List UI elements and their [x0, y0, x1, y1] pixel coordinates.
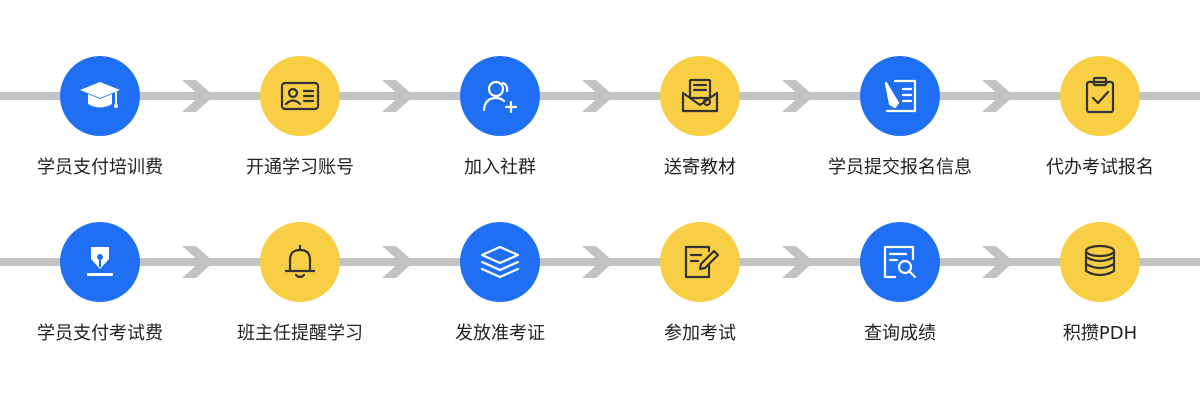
step-icon-circle	[1060, 222, 1140, 302]
step-label: 学员支付考试费	[37, 323, 163, 344]
step-icon-circle	[1060, 56, 1140, 136]
chevron-right-icon	[782, 80, 814, 112]
step-icon-circle	[460, 222, 540, 302]
step-icon-circle	[60, 222, 140, 302]
step-submit-registration: 学员提交报名信息	[800, 56, 1000, 196]
step-label: 发放准考证	[455, 323, 545, 344]
step-icon-circle	[460, 56, 540, 136]
search-document-icon	[883, 245, 917, 279]
step-label: 开通学习账号	[246, 157, 354, 178]
step-icon-circle	[260, 222, 340, 302]
step-send-materials: 送寄教材	[600, 56, 800, 196]
graduation-cap-icon	[80, 82, 120, 108]
edit-note-icon	[684, 245, 720, 279]
step-label: 代办考试报名	[1046, 157, 1154, 178]
step-icon-circle	[860, 222, 940, 302]
chevron-right-icon	[982, 80, 1014, 112]
chevron-right-icon	[182, 80, 214, 112]
step-join-community: 加入社群	[400, 56, 600, 196]
step-pay-training-fee: 学员支付培训费	[0, 56, 200, 196]
pen-nib-icon	[87, 247, 113, 276]
chevron-right-icon	[382, 246, 414, 278]
step-check-scores: 查询成绩	[800, 222, 1000, 362]
add-user-icon	[482, 80, 518, 114]
step-label: 参加考试	[664, 323, 736, 344]
step-accumulate-pdh: 积攒PDH	[1000, 222, 1200, 362]
form-pen-icon	[884, 79, 917, 113]
step-label: 查询成绩	[864, 323, 936, 344]
step-open-account: 开通学习账号	[200, 56, 400, 196]
step-label: 加入社群	[464, 157, 536, 178]
step-label: 送寄教材	[664, 157, 736, 178]
step-label: 班主任提醒学习	[237, 323, 363, 344]
step-icon-circle	[660, 222, 740, 302]
step-pay-exam-fee: 学员支付考试费	[0, 222, 200, 362]
id-card-icon	[280, 81, 320, 111]
step-icon-circle	[260, 56, 340, 136]
chevron-right-icon	[382, 80, 414, 112]
coin-stack-icon	[1084, 244, 1116, 277]
chevron-right-icon	[582, 80, 614, 112]
chevron-right-icon	[982, 246, 1014, 278]
step-icon-circle	[860, 56, 940, 136]
mail-document-icon	[681, 78, 719, 113]
step-reminder: 班主任提醒学习	[200, 222, 400, 362]
chevron-right-icon	[582, 246, 614, 278]
step-label: 学员支付培训费	[37, 157, 163, 178]
step-icon-circle	[60, 56, 140, 136]
chevron-right-icon	[782, 246, 814, 278]
clipboard-check-icon	[1085, 76, 1115, 114]
step-admission-ticket: 发放准考证	[400, 222, 600, 362]
bell-icon	[284, 244, 316, 279]
chevron-right-icon	[182, 246, 214, 278]
step-take-exam: 参加考试	[600, 222, 800, 362]
step-label: 学员提交报名信息	[828, 157, 972, 178]
step-icon-circle	[660, 56, 740, 136]
layers-icon	[480, 245, 520, 279]
step-label: 积攒PDH	[1062, 323, 1138, 344]
step-exam-registration: 代办考试报名	[1000, 56, 1200, 196]
